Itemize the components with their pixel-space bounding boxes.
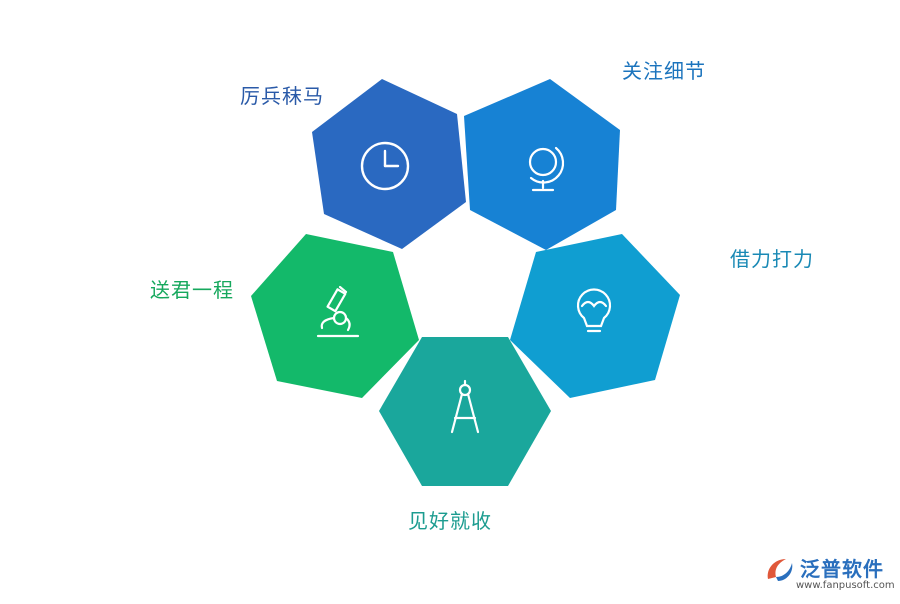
- hexagon-lightbulb: [510, 234, 680, 398]
- label-microscope: 送君一程: [150, 278, 234, 302]
- label-compass: 见好就收: [408, 509, 492, 533]
- lightbulb-icon: [576, 288, 612, 333]
- logo-name: 泛普软件: [800, 557, 884, 581]
- logo-url: www.fanpusoft.com: [796, 580, 895, 591]
- label-lightbulb: 借力打力: [730, 247, 814, 271]
- hexagon-globe: [464, 79, 620, 250]
- clock-icon: [360, 141, 410, 191]
- brand-logo: 泛普软件 www.fanpusoft.com: [764, 551, 895, 595]
- label-globe: 关注细节: [622, 59, 706, 83]
- microscope-icon: [316, 285, 360, 338]
- compass-icon: [450, 379, 480, 434]
- label-time: 厉兵秣马: [240, 84, 324, 108]
- globe-icon: [528, 146, 565, 192]
- hexagon-compass: [379, 337, 551, 486]
- hexagon-time: [312, 79, 466, 249]
- logo-mark-icon: [767, 559, 793, 581]
